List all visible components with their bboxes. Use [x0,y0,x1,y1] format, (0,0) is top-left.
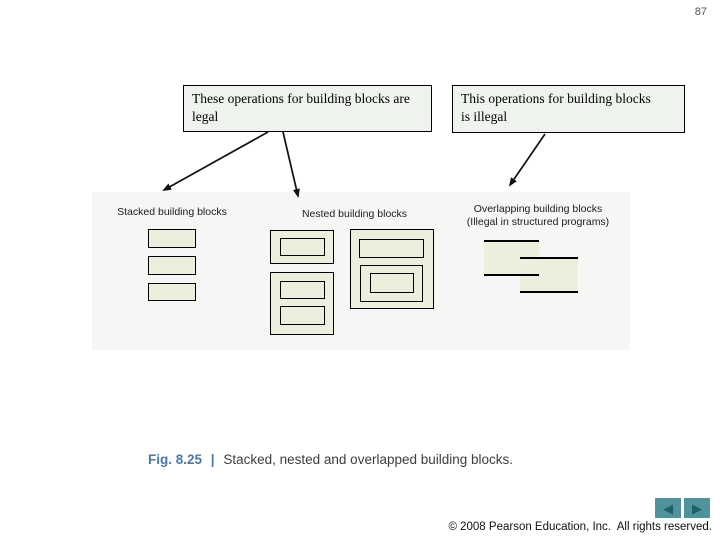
nested-inner-block-3a [359,239,424,258]
stacked-block-1 [148,229,196,248]
figure-number: Fig. 8.25 [148,452,203,467]
back-arrow-icon: ◀ [663,500,673,516]
slide-navigation: ◀ ▶ [655,498,710,518]
nested-blocks-label: Nested building blocks [301,208,408,220]
callout-legal-text: These operations for building blocks are… [192,91,410,124]
nav-forward-button[interactable]: ▶ [684,498,710,518]
nested-innermost-block-3c [370,273,414,293]
overlapping-label-line1: Overlapping building blocks [473,203,603,215]
copyright-notice: © 2008 Pearson Education, Inc. All right… [448,521,712,533]
nested-inner-block-1 [280,238,325,256]
callout-illegal-text: This operations for building blocks is i… [461,91,651,124]
callout-legal-operations: These operations for building blocks are… [183,85,432,132]
overlapping-block-1-top-edge [484,240,539,242]
arrow-legal-to-nested [282,131,300,198]
nested-inner-block-2b [280,306,325,325]
overlapping-block-1-bottom-edge [484,274,539,276]
nav-back-button[interactable]: ◀ [655,498,681,518]
caption-text: Stacked, nested and overlapped building … [223,452,514,467]
page-number: 87 [694,6,707,18]
stacked-block-3 [148,283,196,301]
overlapping-block-2-top-edge [520,257,578,259]
overlapping-label-line2: (Illegal in structured programs) [466,216,610,228]
stacked-block-2 [148,256,196,275]
forward-arrow-icon: ▶ [692,500,702,516]
caption-separator: | [210,452,215,467]
overlapping-block-2-bottom-edge [520,291,578,293]
figure-caption: Fig. 8.25 | Stacked, nested and overlapp… [148,452,513,467]
arrow-legal-to-stacked [162,131,269,191]
overlapping-blocks-label: Overlapping building blocks (Illegal in … [455,203,621,229]
arrow-illegal-to-overlapping [508,133,546,187]
callout-illegal-operations: This operations for building blocks is i… [452,85,685,133]
nested-inner-block-2a [280,281,325,299]
stacked-blocks-label: Stacked building blocks [117,206,227,218]
